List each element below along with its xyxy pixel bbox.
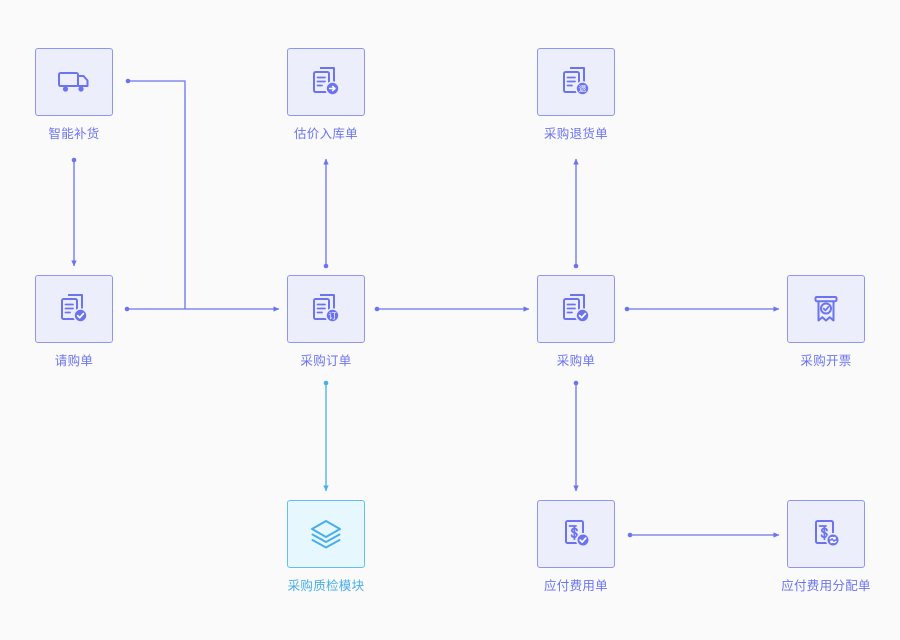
node-label-estimated-receipt: 估价入库单 <box>293 127 358 141</box>
node-label-purchase-qc-module: 采购质检模块 <box>287 579 365 593</box>
node-purchase-order[interactable]: 订 采购订单 <box>287 275 365 368</box>
node-box-estimated-receipt[interactable] <box>287 48 365 116</box>
node-label-requisition: 请购单 <box>54 354 94 368</box>
node-label-purchase-invoicing: 采购开票 <box>800 354 852 368</box>
edge-payable-expense-to-allocation <box>627 532 780 538</box>
node-label-purchase-order: 采购订单 <box>300 354 352 368</box>
node-purchase-return[interactable]: 退 采购退货单 <box>537 48 615 141</box>
edge-purchase-order-to-purchase-receipt <box>374 306 530 312</box>
node-box-payable-expense-allocation[interactable] <box>787 500 865 568</box>
badge-text-order: 订 <box>329 311 337 321</box>
node-requisition[interactable]: 请购单 <box>35 275 113 368</box>
node-box-purchase-qc-module[interactable] <box>287 500 365 568</box>
node-box-purchase-invoicing[interactable] <box>787 275 865 343</box>
document-check-icon <box>558 291 594 327</box>
node-box-purchase-receipt[interactable] <box>537 275 615 343</box>
edge-purchase-order-to-purchase-qc-module <box>323 380 329 492</box>
edge-smart-replenishment-to-purchase-order <box>125 78 186 309</box>
edge-purchase-receipt-to-payable-expense <box>573 380 579 492</box>
bill-dollar-check-icon <box>559 517 593 551</box>
document-check-icon <box>56 291 92 327</box>
edge-requisition-to-purchase-order <box>124 306 280 312</box>
node-purchase-qc-module[interactable]: 采购质检模块 <box>287 500 365 593</box>
node-payable-expense[interactable]: 应付费用单 <box>537 500 615 593</box>
truck-icon <box>56 66 92 98</box>
node-box-purchase-order[interactable]: 订 <box>287 275 365 343</box>
node-box-payable-expense[interactable] <box>537 500 615 568</box>
node-estimated-receipt[interactable]: 估价入库单 <box>287 48 365 141</box>
invoice-seal-check-icon <box>809 292 843 326</box>
edge-purchase-receipt-to-purchase-invoicing <box>624 306 780 312</box>
edge-smart-replenishment-to-requisition <box>71 157 77 267</box>
document-arrow-icon <box>308 64 344 100</box>
bill-dollar-allocate-icon <box>809 517 843 551</box>
node-label-purchase-return: 采购退货单 <box>543 127 608 141</box>
badge-text-return: 退 <box>579 85 587 94</box>
node-label-smart-replenishment: 智能补货 <box>48 127 100 141</box>
node-label-payable-expense-allocation: 应付费用分配单 <box>781 579 871 593</box>
edge-purchase-order-to-estimated-receipt <box>323 158 329 269</box>
node-box-smart-replenishment[interactable] <box>35 48 113 116</box>
document-return-icon: 退 <box>558 64 594 100</box>
node-box-purchase-return[interactable]: 退 <box>537 48 615 116</box>
edge-purchase-receipt-to-purchase-return <box>573 158 579 269</box>
node-purchase-receipt[interactable]: 采购单 <box>537 275 615 368</box>
node-label-purchase-receipt: 采购单 <box>556 354 596 368</box>
node-payable-expense-allocation[interactable]: 应付费用分配单 <box>781 500 871 593</box>
node-label-payable-expense: 应付费用单 <box>543 579 608 593</box>
node-purchase-invoicing[interactable]: 采购开票 <box>787 275 865 368</box>
node-smart-replenishment[interactable]: 智能补货 <box>35 48 113 141</box>
node-box-requisition[interactable] <box>35 275 113 343</box>
document-order-icon: 订 <box>308 291 344 327</box>
layers-icon <box>307 517 345 551</box>
